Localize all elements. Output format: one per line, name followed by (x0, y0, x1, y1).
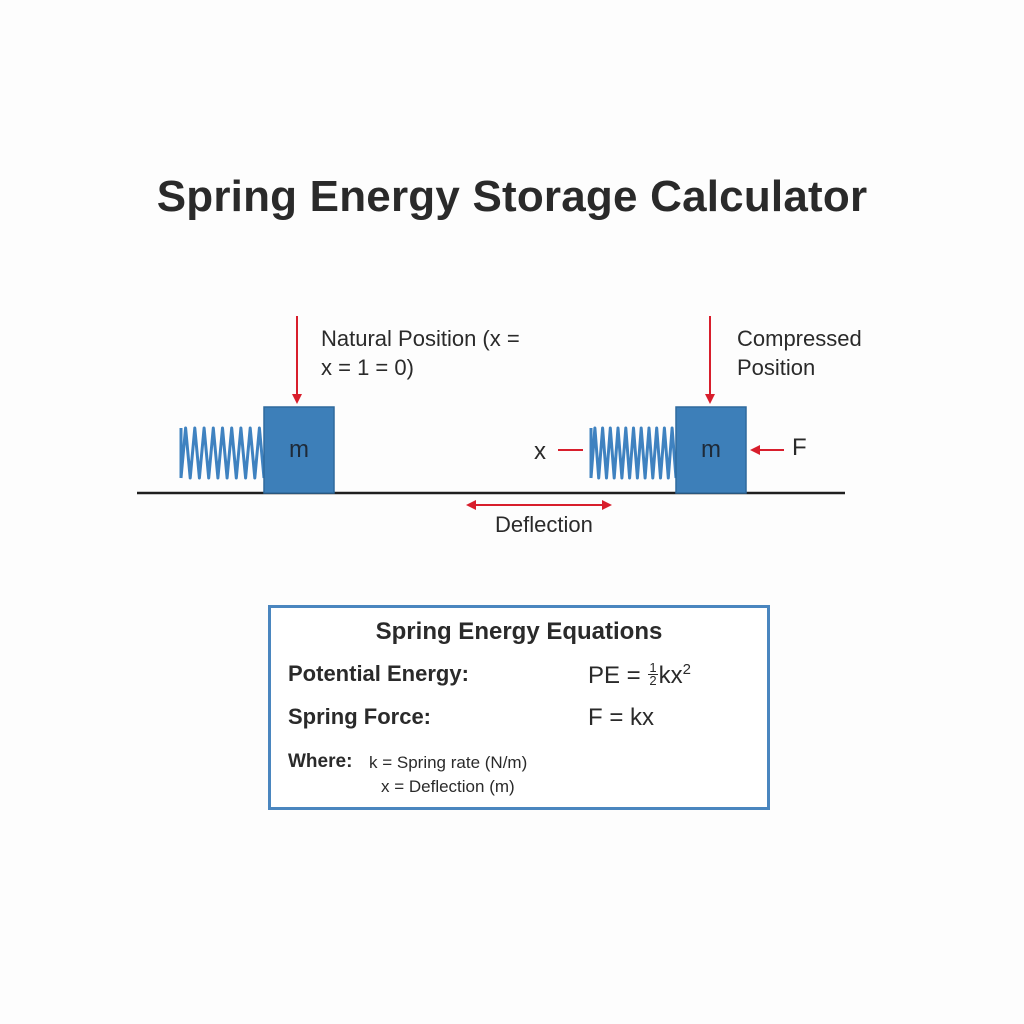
fraction-numerator: 1 (648, 660, 658, 676)
force-label: F (792, 434, 807, 461)
mass-block-icon (263, 406, 335, 494)
where-label: Where: (288, 751, 353, 772)
where-x-definition: x = Deflection (m) (381, 777, 515, 796)
pe-prefix: PE = (588, 662, 648, 689)
compressed-position-label-line2: Position (737, 355, 816, 380)
natural-position-label: Natural Position (x = x = 1 = 0) (321, 324, 520, 382)
equations-heading: Spring Energy Equations (375, 618, 663, 645)
where-k-definition: k = Spring rate (N/m) (369, 753, 528, 772)
potential-energy-label: Potential Energy: (288, 661, 469, 686)
x-label: x (534, 438, 546, 465)
spring-force-label: Spring Force: (288, 704, 432, 729)
compressed-position-label: Compressed Position (737, 324, 862, 382)
pe-exponent: 2 (682, 661, 691, 678)
deflection-label: Deflection (495, 512, 593, 537)
page-title: Spring Energy Storage Calculator (156, 172, 868, 221)
coil-spring-icon (179, 426, 266, 480)
equations-box: Spring Energy Equations Potential Energy… (268, 605, 770, 810)
mass-block-icon (675, 406, 747, 494)
mass-label-compressed: m (701, 436, 721, 463)
mass-label-natural: m (289, 436, 309, 463)
compressed-position-label-line1: Compressed (737, 326, 862, 351)
compressed-spring-icon (589, 426, 678, 480)
pe-suffix: kx (658, 662, 683, 689)
spring-force-formula: F = kx (588, 704, 655, 731)
deflection-arrow-left-head (466, 500, 476, 510)
natural-position-label-line2: x = 1 = 0) (321, 355, 414, 380)
fraction-denominator: 2 (649, 673, 657, 689)
spring-diagram (137, 316, 845, 510)
natural-position-label-line1: Natural Position (x = (321, 326, 520, 351)
